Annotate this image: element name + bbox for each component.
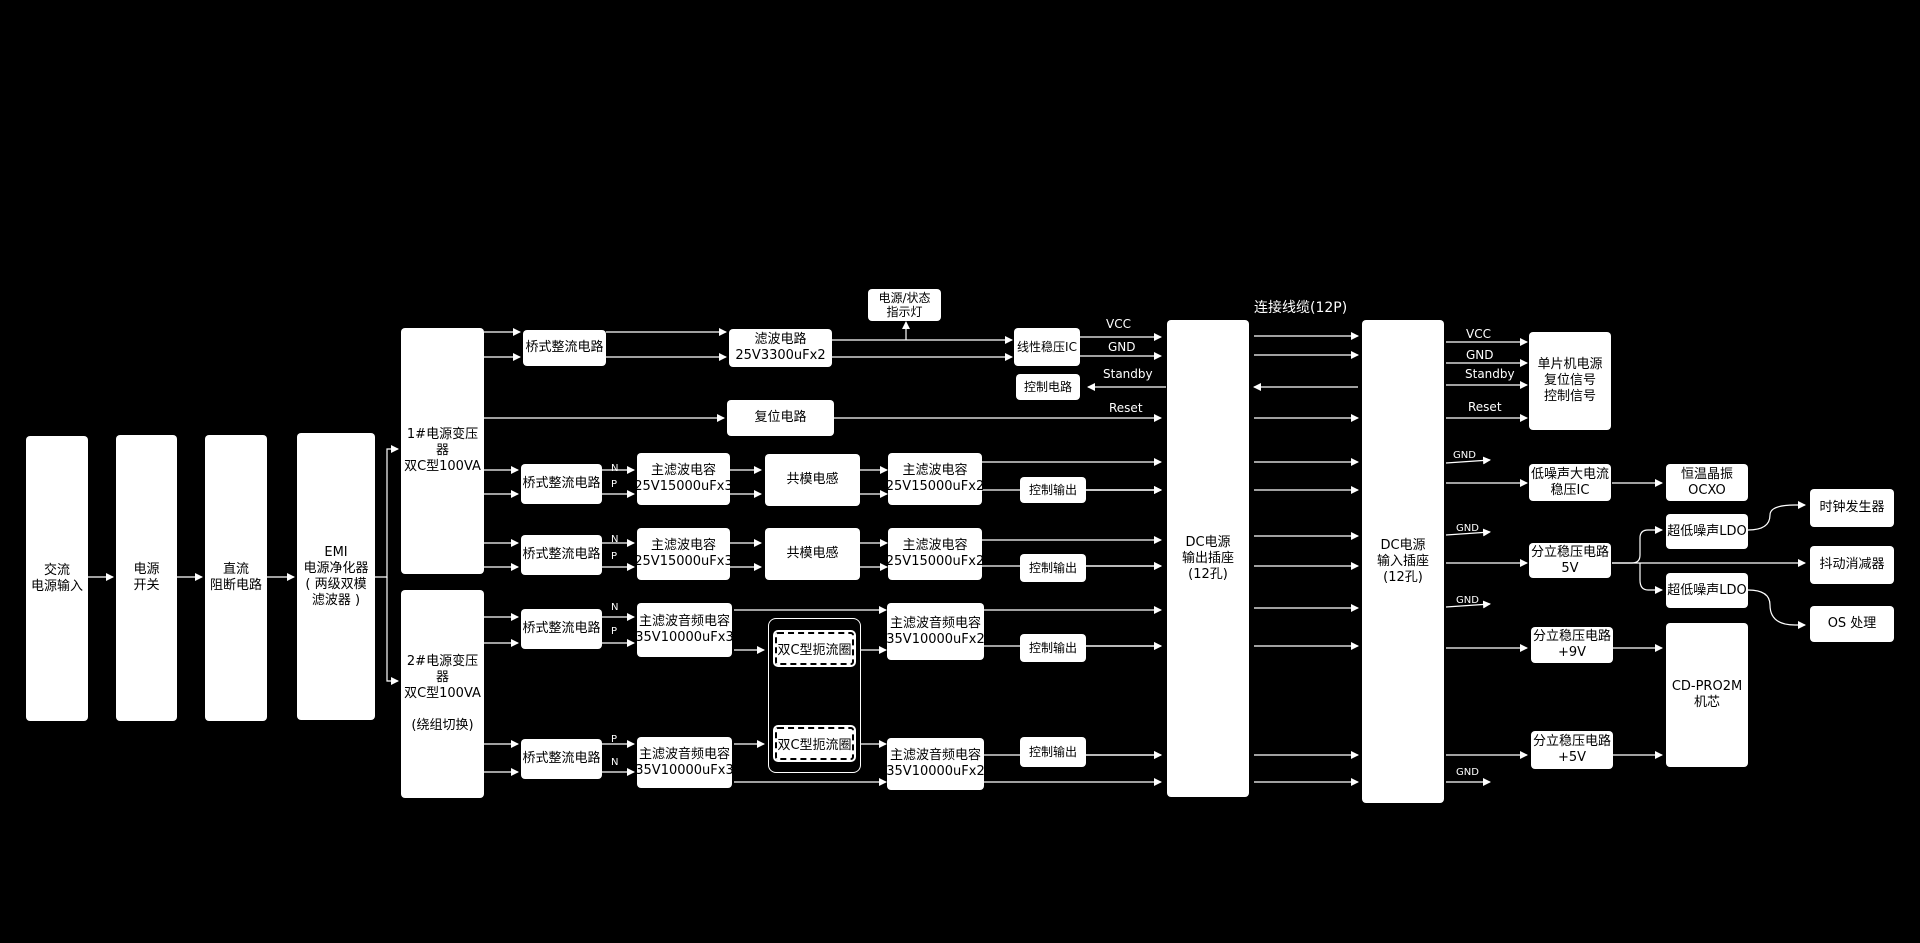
n-label-2: N xyxy=(611,534,619,545)
power-switch-block: 电源 开关 xyxy=(116,435,177,721)
low-noise-regulator: 低噪声大电流 稳压IC xyxy=(1529,464,1611,501)
n-label-3: N xyxy=(611,602,619,613)
standby-label-right: Standby xyxy=(1465,367,1515,381)
control-circuit-block: 控制电路 xyxy=(1016,374,1080,400)
p-label-2: P xyxy=(611,551,618,562)
clock-generator-block: 时钟发生器 xyxy=(1810,489,1894,527)
ultra-low-noise-ldo-1: 超低噪声LDO xyxy=(1666,514,1748,549)
n-label-1: N xyxy=(611,463,619,474)
choke-coil-1: 双C型扼流圈 xyxy=(773,630,856,667)
jitter-reducer-block: 抖动消减器 xyxy=(1810,546,1894,584)
mcu-power-block: 单片机电源 复位信号 控制信号 xyxy=(1529,332,1611,430)
vcc-label-right: VCC xyxy=(1466,327,1491,341)
p-label-1: P xyxy=(611,479,618,490)
control-output-4: 控制输出 xyxy=(1020,737,1086,767)
reset-label-right: Reset xyxy=(1468,400,1502,414)
emi-filter-block: EMI 电源净化器 ( 两级双模 滤波器 ) xyxy=(297,433,375,720)
ultra-low-noise-ldo-2: 超低噪声LDO xyxy=(1666,573,1748,608)
gnd-label-9v: GND xyxy=(1456,595,1479,606)
dc-block-circuit: 直流 阻断电路 xyxy=(205,435,267,721)
bridge-rectifier-1: 桥式整流电路 xyxy=(523,330,606,366)
bridge-rectifier-3: 桥式整流电路 xyxy=(521,535,602,575)
bridge-rectifier-4: 桥式整流电路 xyxy=(521,609,602,649)
cd-pro2m-block: CD-PRO2M 机芯 xyxy=(1666,623,1748,767)
ac-input-block: 交流 电源输入 xyxy=(26,436,88,721)
choke-coil-2: 双C型扼流圈 xyxy=(773,725,856,762)
common-mode-choke-2: 共模电感 xyxy=(765,528,860,580)
n-label-4: N xyxy=(611,757,619,768)
p-label-4: P xyxy=(611,734,618,745)
control-output-1: 控制输出 xyxy=(1020,477,1086,503)
audio-filter-cap-x2-group1: 主滤波音频电容 35V10000uFx2 xyxy=(886,603,985,660)
p-label-3: P xyxy=(611,626,618,637)
gnd-label-5v: GND xyxy=(1456,523,1479,534)
main-filter-cap-group1: 主滤波电容 25V15000uFx3 xyxy=(634,453,733,505)
filter-circuit-block: 滤波电路 25V3300uFx2 xyxy=(729,329,832,367)
regulator-plus5v-block: 分立稳压电路 +5V xyxy=(1531,731,1613,769)
bridge-rectifier-5: 桥式整流电路 xyxy=(521,739,602,779)
ocxo-block: 恒温晶振 OCXO xyxy=(1666,464,1748,501)
linear-regulator-ic: 线性稳压IC xyxy=(1014,328,1080,366)
main-filter-cap-x2-group2: 主滤波电容 25V15000uFx2 xyxy=(886,528,984,580)
gnd-label-plus5v: GND xyxy=(1456,767,1479,778)
regulator-9v-block: 分立稳压电路 +9V xyxy=(1531,627,1613,663)
transformer-1-block: 1#电源变压器 双C型100VA xyxy=(401,328,484,574)
bridge-rectifier-2: 桥式整流电路 xyxy=(521,464,602,504)
reset-circuit-block: 复位电路 xyxy=(727,400,834,436)
reset-label-left: Reset xyxy=(1109,401,1143,415)
dc-input-socket: DC电源 输入插座 (12孔) xyxy=(1362,320,1444,803)
main-filter-cap-x2-group1: 主滤波电容 25V15000uFx2 xyxy=(886,453,984,505)
gnd-label-right: GND xyxy=(1466,348,1494,362)
main-filter-cap-group2: 主滤波电容 25V15000uFx3 xyxy=(634,528,733,580)
status-indicator-block: 电源/状态 指示灯 xyxy=(868,289,941,321)
control-output-2: 控制输出 xyxy=(1020,554,1086,582)
common-mode-choke-1: 共模电感 xyxy=(765,454,860,506)
standby-label-left: Standby xyxy=(1103,367,1153,381)
audio-filter-cap-x3-group1: 主滤波音频电容 35V10000uFx3 xyxy=(635,603,734,657)
choke-coil-group xyxy=(768,618,861,773)
dc-output-socket: DC电源 输出插座 (12孔) xyxy=(1167,320,1249,797)
transformer-2-block: 2#电源变压器 双C型100VA (绕组切换) xyxy=(401,590,484,798)
cable-label: 连接线缆(12P) xyxy=(1254,300,1348,316)
audio-filter-cap-x2-group2: 主滤波音频电容 35V10000uFx2 xyxy=(886,738,985,790)
gnd-label-left: GND xyxy=(1108,340,1136,354)
gnd-label-ocxo: GND xyxy=(1453,450,1476,461)
vcc-label-left: VCC xyxy=(1106,317,1131,331)
os-processing-block: OS 处理 xyxy=(1810,606,1894,642)
audio-filter-cap-x3-group2: 主滤波音频电容 35V10000uFx3 xyxy=(635,737,734,788)
regulator-5v-block: 分立稳压电路 5V xyxy=(1529,543,1611,578)
control-output-3: 控制输出 xyxy=(1020,634,1086,662)
